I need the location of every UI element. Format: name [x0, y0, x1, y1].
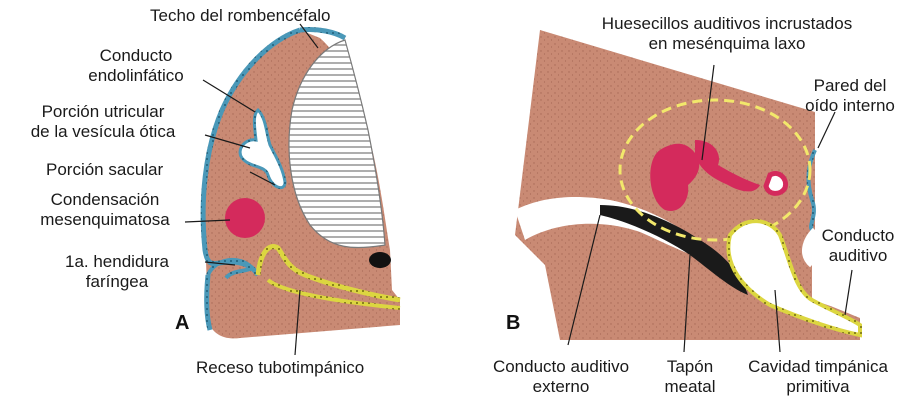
- panel-label-b: B: [506, 312, 520, 335]
- label-receso-tubotimpanico: Receso tubotimpánico: [196, 358, 364, 378]
- panel-label-a: A: [175, 312, 189, 335]
- label-huesecillos: Huesecillos auditivos incrustados en mes…: [582, 14, 872, 54]
- label-porcion-utricular: Porción utricular de la vesícula ótica: [0, 102, 206, 142]
- mesenchymal-condensation: [225, 198, 265, 238]
- label-porcion-sacular: Porción sacular: [46, 160, 163, 180]
- label-cavidad-timpanica: Cavidad timpánica primitiva: [724, 357, 912, 397]
- panel-a-drawing: [203, 29, 400, 338]
- label-pared-oido-interno: Pared del oído interno: [788, 76, 912, 116]
- label-conducto-auditivo-externo: Conducto auditivo externo: [466, 357, 656, 397]
- label-conducto-auditivo: Conducto auditivo: [804, 226, 912, 266]
- label-hendidura-faringea: 1a. hendidura faríngea: [32, 252, 202, 292]
- label-conducto-endolinfatico: Conducto endolinfático: [66, 46, 206, 86]
- label-condensacion-mesenquimatosa: Condensación mesenquimatosa: [20, 190, 190, 230]
- label-techo-rombencefalo: Techo del rombencéfalo: [150, 6, 331, 26]
